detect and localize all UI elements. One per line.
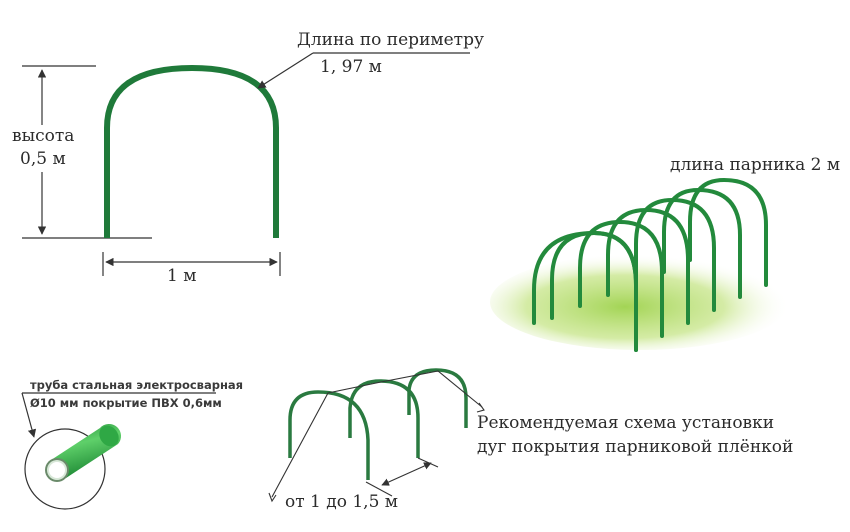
spacing-arrow xyxy=(381,462,432,486)
height-label: высота xyxy=(12,126,75,146)
tunnel-length-label: длина парника 2 м xyxy=(670,155,841,175)
magnifier-circle xyxy=(24,428,106,510)
film-line xyxy=(271,370,483,498)
pipe-tube xyxy=(45,423,122,482)
installation-diagram xyxy=(268,368,485,503)
tunnel-diagram xyxy=(490,177,790,352)
single-arch xyxy=(104,64,279,238)
spacing-label: от 1 до 1,5 м xyxy=(285,492,399,512)
pipe-leader xyxy=(21,392,37,438)
perimeter-value: 1, 97 м xyxy=(320,57,382,77)
pipe-label-line1: труба стальная электросварная xyxy=(30,378,244,392)
caption-line1: Рекомендуемая схема установки xyxy=(477,413,775,433)
caption-line2: дуг покрытия парниковой плёнкой xyxy=(477,437,794,457)
pipe-diagram xyxy=(21,392,216,510)
pipe-label-line2: Ø10 мм покрытие ПВХ 0,6мм xyxy=(30,396,222,410)
perimeter-leader xyxy=(257,52,314,89)
single-arch-diagram xyxy=(22,52,470,276)
width-value: 1 м xyxy=(167,266,197,286)
height-value: 0,5 м xyxy=(20,149,66,169)
perimeter-label: Длина по периметру xyxy=(297,30,484,50)
